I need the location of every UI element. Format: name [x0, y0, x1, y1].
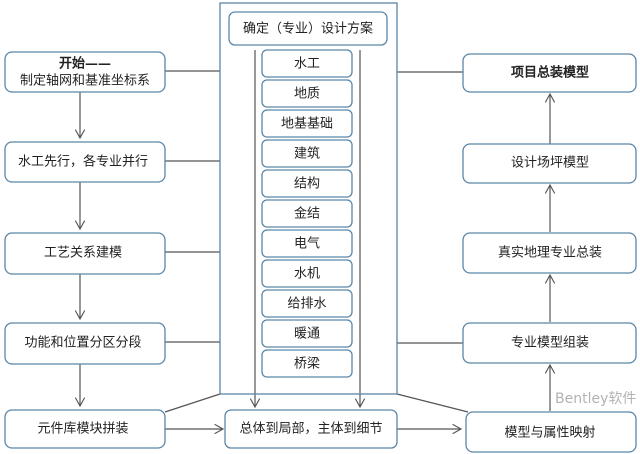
right-step-1: 项目总装模型 [462, 53, 637, 93]
discipline-item: 给排水 [261, 289, 353, 318]
left-step-5: 元件库模块拼装 [4, 409, 166, 449]
discipline-item: 金结 [261, 199, 353, 228]
right-step-label: 真实地理专业总装 [498, 246, 602, 261]
left-step-1: 开始—— 制定轴网和基准坐标系 [4, 51, 166, 93]
bottom-center-label: 总体到局部，主体到细节 [239, 422, 382, 437]
left-step-3: 工艺关系建模 [4, 232, 166, 275]
discipline-label: 暖通 [294, 327, 320, 342]
discipline-label: 给排水 [287, 297, 326, 312]
right-step-label: 专业模型组装 [511, 336, 589, 351]
left-step-4: 功能和位置分区分段 [4, 322, 166, 365]
discipline-item: 结构 [261, 169, 353, 198]
discipline-label: 电气 [294, 236, 320, 252]
bottom-center-box: 总体到局部，主体到细节 [224, 409, 398, 449]
discipline-label: 地质 [294, 87, 320, 102]
left-step-label: 元件库模块拼装 [37, 421, 128, 437]
right-step-label: 模型与属性映射 [504, 425, 595, 441]
connectors [80, 50, 550, 429]
left-step-label: 功能和位置分区分段 [24, 336, 141, 351]
left-step-label: 工艺关系建模 [44, 246, 122, 261]
design-scheme-box: 确定（专业）设计方案 [228, 11, 388, 46]
discipline-label: 地基基础 [281, 117, 333, 132]
design-scheme-label: 确定（专业）设计方案 [243, 21, 373, 37]
discipline-label: 金结 [294, 206, 320, 222]
start-title: 开始—— [59, 56, 111, 72]
discipline-label: 建筑 [294, 146, 320, 162]
right-step-3: 真实地理专业总装 [462, 232, 637, 274]
right-step-label: 设计场坪模型 [511, 156, 589, 171]
discipline-item: 水机 [261, 259, 353, 288]
right-step-4: 专业模型组装 [462, 322, 637, 364]
left-step-label: 水工先行，各专业并行 [18, 154, 148, 170]
left-step-2: 水工先行，各专业并行 [4, 141, 166, 183]
discipline-label: 桥梁 [294, 357, 320, 372]
left-step-label: 制定轴网和基准坐标系 [20, 74, 150, 89]
right-step-2: 设计场坪模型 [462, 143, 637, 184]
right-step-5: 模型与属性映射 [465, 411, 637, 453]
discipline-item: 地质 [261, 79, 353, 108]
discipline-label: 结构 [294, 177, 320, 192]
discipline-label: 水工 [294, 57, 320, 72]
discipline-item: 水工 [261, 49, 353, 78]
watermark: Bentley软件 [555, 391, 636, 407]
discipline-item: 地基基础 [261, 109, 353, 138]
discipline-label: 水机 [294, 267, 320, 282]
discipline-item: 暖通 [261, 319, 353, 348]
discipline-item: 建筑 [261, 139, 353, 168]
discipline-container [219, 2, 398, 395]
right-step-label: 项目总装模型 [511, 65, 589, 81]
discipline-item: 桥梁 [261, 349, 353, 378]
discipline-item: 电气 [261, 229, 353, 258]
